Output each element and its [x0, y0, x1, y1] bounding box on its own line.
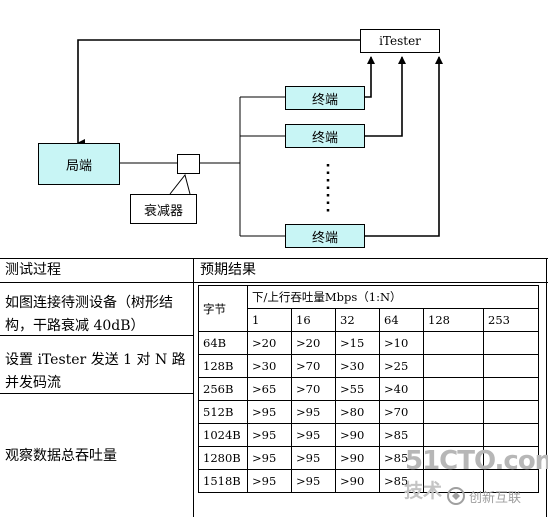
- table-row: 256B>65>70>55>40: [198, 377, 539, 401]
- throughput-cell: >85: [379, 423, 424, 447]
- throughput-cell: >20: [247, 331, 292, 355]
- throughput-cell: >15: [335, 331, 380, 355]
- throughput-cell: [483, 377, 539, 401]
- step-3: 观察数据总吞吐量: [5, 448, 117, 464]
- row-2-bottom-border: [0, 393, 193, 394]
- throughput-cell: >80: [335, 400, 380, 424]
- site-watermark-sub: 技术: [404, 480, 443, 502]
- byte-size-cell: 1280B: [198, 446, 248, 470]
- terminal-2-box: 终端: [285, 124, 365, 148]
- throughput-cell: >90: [335, 446, 380, 470]
- byte-size-cell: 1024B: [198, 423, 248, 447]
- throughput-cell: >25: [379, 354, 424, 378]
- step-1-line-1: 如图连接待测设备（树形结: [5, 295, 173, 311]
- step-2-line-1: 设置 iTester 发送 1 对 N 路: [5, 352, 186, 368]
- table-row: 1518B>95>95>90>85: [198, 469, 539, 493]
- header-process: 测试过程: [5, 262, 61, 278]
- byte-size-cell: 512B: [198, 400, 248, 424]
- brand-logo-icon: [447, 487, 465, 505]
- throughput-cell: >95: [247, 400, 292, 424]
- throughput-header-cell: 下/上行吞吐量Mbps（1:N）: [247, 285, 539, 309]
- throughput-cell: >30: [335, 354, 380, 378]
- throughput-cell: [483, 423, 539, 447]
- column-header: 1: [247, 308, 292, 332]
- table-row: 1280B>95>95>90>85: [198, 446, 539, 470]
- terminal-n-to-itester-line: [365, 56, 443, 237]
- column-header: 16: [291, 308, 336, 332]
- test-table: [0, 258, 548, 517]
- throughput-cell: >95: [291, 423, 336, 447]
- throughput-cell: >90: [335, 469, 380, 493]
- throughput-cell: >95: [291, 469, 336, 493]
- throughput-cell: >70: [379, 400, 424, 424]
- table-row: 512B>95>95>80>70: [198, 400, 539, 424]
- throughput-cell: [423, 331, 484, 355]
- table-row: 64B>20>20>15>10: [198, 331, 539, 355]
- table-right-border: [546, 258, 547, 517]
- terminal-1-to-itester-line: [365, 56, 375, 98]
- byte-header-cell: 字节: [198, 285, 248, 332]
- terminal-1-box: 终端: [285, 86, 365, 110]
- table-top-border: [0, 258, 548, 259]
- brand-logo: 创新互联: [447, 482, 547, 510]
- throughput-cell: >70: [291, 354, 336, 378]
- column-header: 128: [423, 308, 484, 332]
- column-header: 253: [483, 308, 539, 332]
- throughput-cell: >90: [335, 423, 380, 447]
- network-diagram: iTester 局端 衰减器 终端 终端 终端: [0, 0, 548, 258]
- itester-to-local-line: [77, 39, 360, 147]
- throughput-cell: >10: [379, 331, 424, 355]
- throughput-cell: [483, 331, 539, 355]
- throughput-cell: [483, 469, 539, 493]
- terminal-n-box: 终端: [285, 224, 365, 248]
- terminal-2-to-itester-line: [365, 56, 406, 137]
- attenuator-callout: [169, 173, 191, 195]
- byte-size-cell: 128B: [198, 354, 248, 378]
- attenuator-label: 衰减器: [130, 194, 197, 224]
- table-row: 128B>30>70>30>25: [198, 354, 539, 378]
- header-bottom-border: [0, 282, 548, 283]
- itester-box: iTester: [360, 29, 440, 53]
- throughput-cell: [483, 400, 539, 424]
- throughput-cell: >20: [291, 331, 336, 355]
- table-row: 1024B>95>95>90>85: [198, 423, 539, 447]
- step-2-line-2: 并发码流: [5, 375, 61, 391]
- throughput-cell: [423, 400, 484, 424]
- throughput-cell: [423, 377, 484, 401]
- results-table: 字节 下/上行吞吐量Mbps（1:N） 1 16 32 64 128 253 6…: [198, 285, 539, 493]
- throughput-cell: >95: [247, 423, 292, 447]
- byte-size-cell: 1518B: [198, 469, 248, 493]
- header-expected: 预期结果: [200, 262, 256, 278]
- throughput-cell: >85: [379, 469, 424, 493]
- results-header-row: 字节 下/上行吞吐量Mbps（1:N）: [198, 285, 539, 332]
- row-1-bottom-border: [0, 335, 193, 336]
- throughput-cell: [423, 354, 484, 378]
- column-header: 64: [379, 308, 424, 332]
- throughput-cell: >95: [291, 400, 336, 424]
- results-column-row: 1 16 32 64 128 253: [199, 308, 539, 332]
- throughput-cell: >70: [291, 377, 336, 401]
- throughput-cell: >30: [247, 354, 292, 378]
- brand-logo-text: 创新互联: [469, 490, 522, 506]
- throughput-cell: >95: [247, 469, 292, 493]
- throughput-cell: >65: [247, 377, 292, 401]
- throughput-cell: [483, 354, 539, 378]
- throughput-cell: >95: [291, 446, 336, 470]
- throughput-cell: [423, 423, 484, 447]
- column-divider: [193, 258, 194, 517]
- throughput-cell: >85: [379, 446, 424, 470]
- attenuator-symbol: [177, 154, 200, 174]
- byte-size-cell: 256B: [198, 377, 248, 401]
- column-header: 32: [335, 308, 380, 332]
- diagram-lines: [77, 39, 443, 237]
- byte-size-cell: 64B: [198, 331, 248, 355]
- step-1-line-2: 构，干路衰减 40dB）: [5, 318, 145, 334]
- site-watermark: 51CTO.com: [405, 446, 548, 476]
- throughput-cell: >95: [247, 446, 292, 470]
- local-end-box: 局端: [38, 143, 120, 185]
- throughput-cell: >40: [379, 377, 424, 401]
- throughput-cell: [483, 446, 539, 470]
- throughput-cell: >55: [335, 377, 380, 401]
